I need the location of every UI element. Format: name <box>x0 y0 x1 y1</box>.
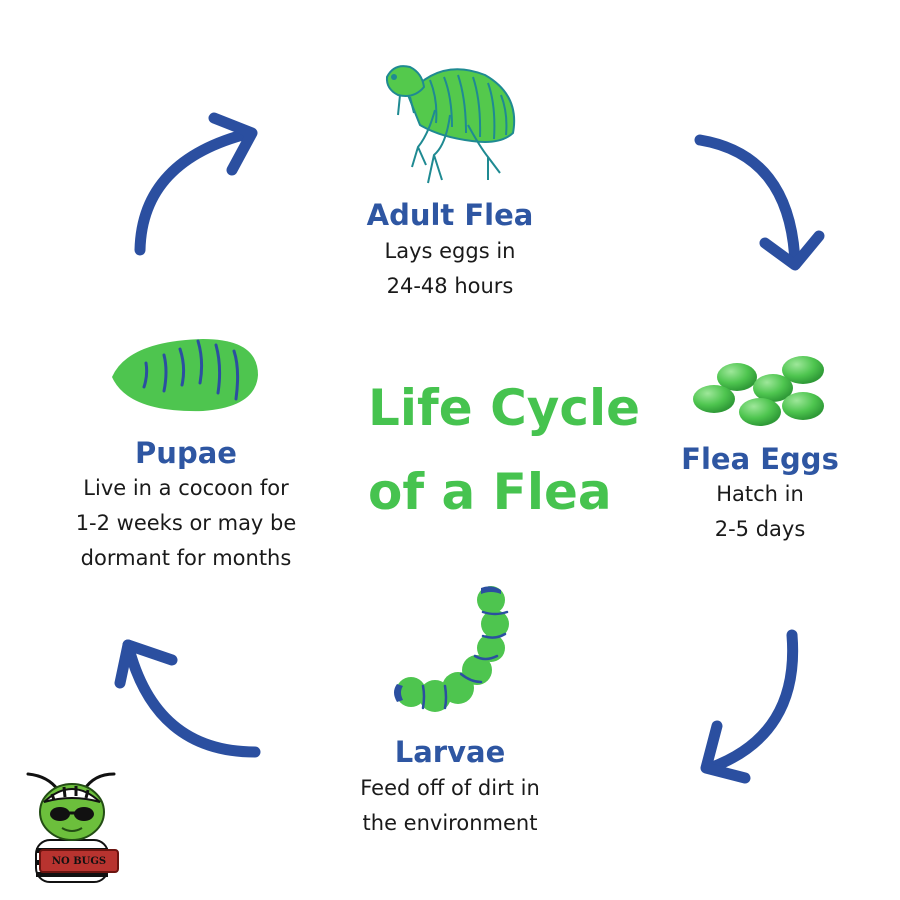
flea-eggs-icon <box>693 356 824 426</box>
adult-flea-desc-line1: Lays eggs in <box>384 239 516 263</box>
flea-eggs-desc-line2: 2-5 days <box>714 517 806 541</box>
larvae-desc-line1: Feed off of dirt in <box>360 776 540 800</box>
flea-eggs-title: Flea Eggs <box>681 442 839 476</box>
larvae-desc-line2: the environment <box>362 811 538 835</box>
larvae-title: Larvae <box>394 735 506 769</box>
pupae-desc-line3: dormant for months <box>80 546 292 570</box>
adult-flea-title: Adult Flea <box>366 198 534 232</box>
main-title-line2: of a Flea <box>368 463 612 521</box>
arrow-pupae-to-adult <box>134 112 258 256</box>
logo-sign-text: NO BUGS <box>51 856 107 867</box>
arrow-eggs-to-larvae <box>700 629 799 784</box>
pupae-cocoon-icon <box>112 339 258 412</box>
arrow-adult-to-eggs <box>694 134 825 271</box>
adult-flea-desc-line2: 24-48 hours <box>386 274 514 298</box>
pupae-desc-line1: Live in a cocoon for <box>83 476 289 500</box>
adult-flea-icon <box>385 65 516 184</box>
arrow-larvae-to-pupae <box>114 639 261 758</box>
larvae-worm-icon <box>394 586 509 712</box>
pupae-title: Pupae <box>135 436 237 470</box>
pupae-desc-line2: 1-2 weeks or may be <box>75 511 297 535</box>
flea-eggs-desc-line1: Hatch in <box>716 482 804 506</box>
main-title-line1: Life Cycle <box>368 379 641 437</box>
main-title: Life Cycle of a Flea <box>368 366 668 534</box>
no-bugs-logo <box>26 772 119 883</box>
